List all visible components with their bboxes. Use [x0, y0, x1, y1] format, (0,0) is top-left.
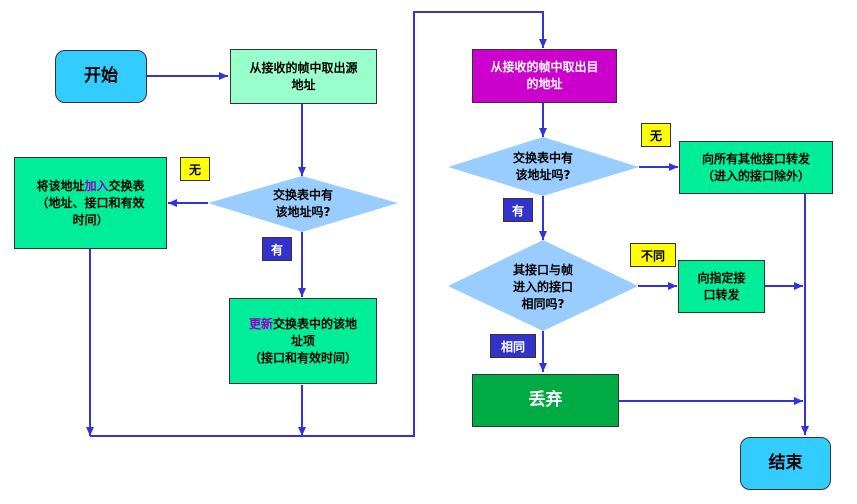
- check-destination-line1: 交换表中有: [512, 151, 573, 165]
- update-entry-box: 更新交换表中的该地 址项 （接口和有效时间）: [229, 298, 377, 384]
- check-interface-line3: 相同吗?: [521, 296, 565, 311]
- label-same: 相同: [490, 334, 536, 358]
- flood-box: 向所有其他接口转发 （进入的接口除外）: [679, 141, 833, 194]
- forward-line1: 向指定接: [697, 270, 746, 285]
- decision-iface-diamond: [448, 240, 638, 331]
- check-source-line1: 交换表中有: [272, 188, 333, 202]
- label-different: 不同: [630, 243, 676, 267]
- extract-source-line1: 从接收的帧中取出源: [249, 60, 358, 75]
- check-destination-line2: 该地址吗?: [515, 168, 571, 182]
- discard-box: 丢弃: [472, 374, 619, 427]
- check-interface-line2: 进入的接口: [512, 279, 573, 294]
- add-entry-line2: （地址、接口和有效: [36, 195, 145, 210]
- add-entry-line3: 时间）: [72, 212, 109, 227]
- decision-dst-diamond: [448, 137, 639, 196]
- add-entry-box: 将该地址加入交换表 （地址、接口和有效 时间）: [14, 157, 167, 249]
- extract-destination-line1: 从接收的帧中取出目: [490, 60, 599, 74]
- check-destination-text: 交换表中有 该地址吗?: [488, 148, 598, 186]
- update-entry-line1: 更新交换表中的该地: [248, 316, 358, 331]
- forward-line2: 口转发: [703, 287, 740, 302]
- end-terminal: 结束: [740, 437, 831, 490]
- forward-box: 向指定接 口转发: [678, 260, 765, 313]
- extract-source-line2: 地址: [291, 77, 316, 92]
- flood-line2: （进入的接口除外）: [701, 168, 810, 183]
- flood-line1: 向所有其他接口转发: [701, 151, 810, 166]
- update-entry-line3: （接口和有效时间）: [248, 350, 357, 365]
- decision-src-diamond: [208, 176, 398, 232]
- extract-source-box: 从接收的帧中取出源 地址: [230, 49, 377, 104]
- add-entry-line1: 将该地址加入交换表: [36, 178, 145, 193]
- label-no-destination: 无: [641, 123, 671, 147]
- check-interface-line1: 其接口与帧: [512, 262, 573, 277]
- label-no-source: 无: [180, 157, 210, 181]
- extract-destination-line2: 的地址: [526, 77, 563, 91]
- update-entry-line2: 址项: [290, 333, 315, 348]
- extract-destination-box: 从接收的帧中取出目 的地址: [472, 49, 617, 103]
- check-source-line2: 该地址吗?: [275, 205, 331, 219]
- label-yes-destination: 有: [503, 198, 533, 222]
- label-yes-source: 有: [262, 237, 292, 261]
- start-terminal: 开始: [55, 50, 147, 103]
- connector-merge: [90, 11, 547, 437]
- check-interface-text: 其接口与帧 进入的接口 相同吗?: [488, 260, 598, 314]
- check-source-text: 交换表中有 该地址吗?: [248, 185, 358, 223]
